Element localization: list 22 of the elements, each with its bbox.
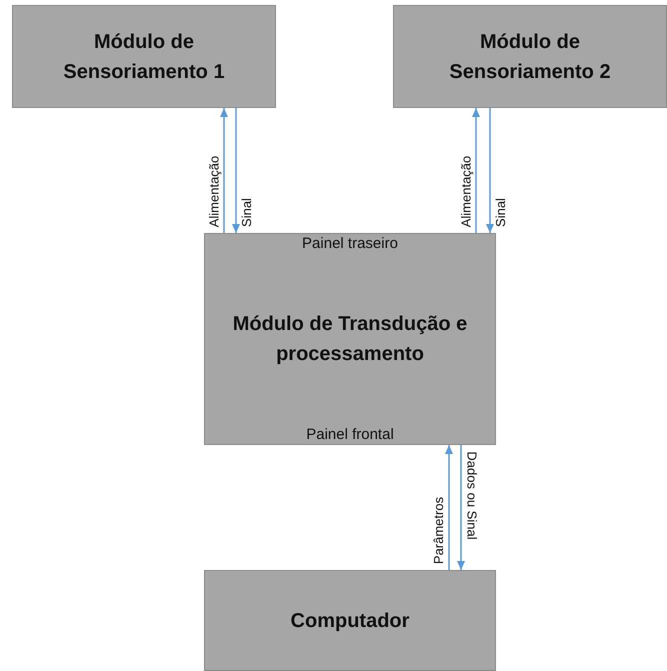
- edge-label: Sinal: [494, 198, 507, 227]
- edge-label: Alimentação: [458, 155, 472, 227]
- edge-label: Parâmetros: [432, 496, 446, 564]
- module-box: [204, 233, 496, 445]
- module-title: Módulo de Transdução e processamento: [232, 312, 468, 367]
- module-box: [393, 5, 667, 108]
- arrow: [457, 445, 465, 570]
- arrow: [472, 108, 480, 233]
- arrow: [220, 108, 228, 233]
- arrow: [232, 108, 240, 233]
- module-title: Módulo de Sensoriamento 2: [448, 30, 612, 84]
- module-box: [204, 570, 496, 671]
- arrow: [486, 108, 494, 233]
- module-box: [12, 5, 276, 108]
- edge-label: Alimentação: [206, 155, 220, 227]
- panel-label: Painel frontal: [306, 426, 394, 443]
- panel-label: Painel traseiro: [302, 235, 398, 252]
- module-title: Computador: [290, 608, 410, 634]
- edge-label: Sinal: [240, 198, 253, 227]
- arrow: [445, 445, 453, 570]
- edge-label: Dados ou Sinal: [465, 450, 478, 540]
- module-title: Módulo de Sensoriamento 1: [62, 30, 226, 84]
